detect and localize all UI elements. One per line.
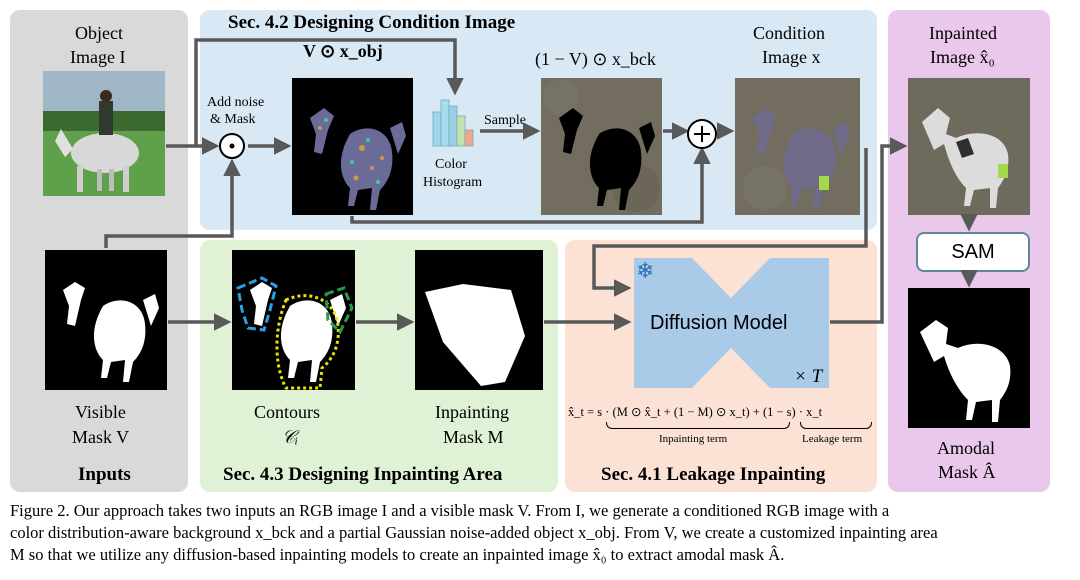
caption-line-1: Figure 2. Our approach takes two inputs … <box>10 501 890 520</box>
background-image <box>541 78 662 215</box>
histogram-icon <box>431 96 477 148</box>
contours-image <box>232 250 355 390</box>
amodal-mask-image <box>908 288 1030 428</box>
figure-caption: Figure 2. Our approach takes two inputs … <box>10 500 1072 566</box>
inpainted-label-2: Image x̂₀ <box>930 47 995 67</box>
add-noise-label-2: & Mask <box>210 112 256 127</box>
visible-mask-label-1: Visible <box>75 402 126 422</box>
caption-line-3: M so that we utilize any diffusion-based… <box>10 545 785 564</box>
section-title-leakage: Sec. 4.1 Leakage Inpainting <box>601 464 826 485</box>
contours-label-2: 𝒞ᵢ <box>282 427 298 447</box>
condition-label-1: Condition <box>753 23 826 43</box>
noisy-object-image <box>292 78 413 215</box>
inpainting-term-label: Inpainting term <box>659 433 728 445</box>
inpaint-mask-label-1: Inpainting <box>435 402 509 422</box>
amodal-label-1: Amodal <box>937 438 995 458</box>
times-t-label: × T <box>794 366 823 387</box>
diffusion-model-block <box>634 258 829 388</box>
sample-label: Sample <box>484 113 526 128</box>
color-hist-label-2: Histogram <box>423 175 483 190</box>
inpainted-label-1: Inpainted <box>929 23 997 43</box>
section-title-area: Sec. 4.3 Designing Inpainting Area <box>223 464 503 485</box>
inpainted-image <box>908 78 1030 215</box>
add-noise-label-1: Add noise <box>207 95 265 110</box>
inpaint-mask-label-2: Mask M <box>443 427 504 447</box>
object-image-photo <box>43 71 165 196</box>
caption-line-2: color distribution-aware background x_bc… <box>10 523 938 542</box>
snowflake-icon: ❄ <box>636 259 655 284</box>
background-label: (1 − V) ⊙ x_bck <box>535 49 656 69</box>
flow-arrows <box>104 38 978 331</box>
oplus-icon <box>687 119 717 149</box>
color-hist-label-1: Color <box>435 157 467 172</box>
condition-label-2: Image x <box>762 47 821 67</box>
odot-icon <box>219 133 245 159</box>
section-title-condition: Sec. 4.2 Designing Condition Image <box>228 12 516 33</box>
equation: x̂_t = s · (M ⊙ x̂_t + (1 − M) ⊙ x_t) + … <box>568 405 823 419</box>
section-title-inputs: Inputs <box>78 464 131 485</box>
visible-mask-label-2: Mask V <box>72 427 130 447</box>
condition-image <box>735 78 860 215</box>
inpainting-mask-image <box>415 250 543 390</box>
diffusion-label: Diffusion Model <box>650 312 788 334</box>
visible-mask-image <box>45 250 167 390</box>
sam-block: SAM <box>916 232 1030 272</box>
leakage-term-label: Leakage term <box>802 433 863 445</box>
object-image-label-1: Object <box>75 23 123 43</box>
object-image-label-2: Image I <box>70 47 126 67</box>
v-xobj-label: V ⊙ x_obj <box>303 41 383 61</box>
amodal-label-2: Mask Â <box>938 462 996 482</box>
contours-label-1: Contours <box>254 402 321 422</box>
